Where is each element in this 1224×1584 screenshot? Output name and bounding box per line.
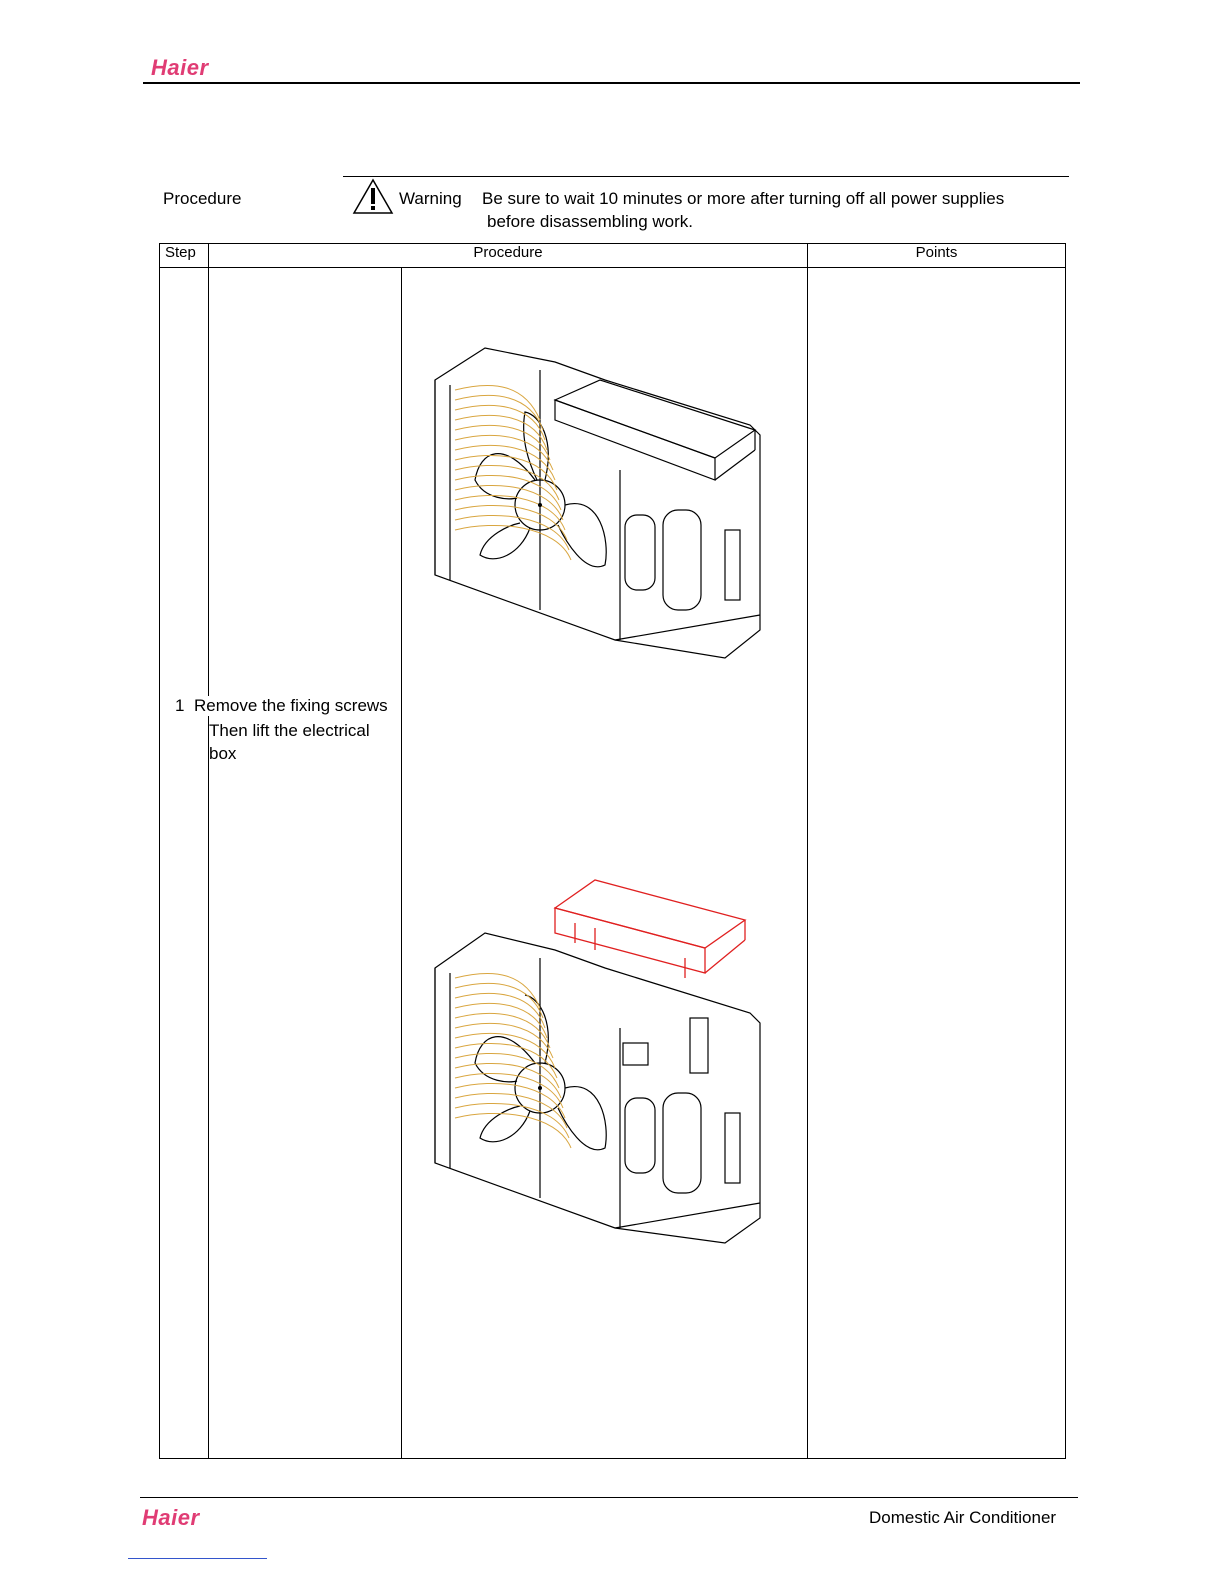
footer-link-underline [128, 1558, 267, 1559]
footer-rule [140, 1497, 1078, 1498]
points-cell [808, 268, 1066, 1459]
warning-rule [343, 176, 1069, 177]
procedure-text-cell [209, 268, 402, 1459]
warning-label: Warning [399, 189, 462, 209]
step-cell [160, 268, 209, 1459]
header-points: Points [808, 244, 1066, 268]
outdoor-unit-electrical-box-lifted-figure [425, 878, 785, 1248]
outdoor-unit-assembled-figure [425, 340, 785, 660]
header-procedure: Procedure [209, 244, 808, 268]
procedure-line1: Remove the fixing screws [194, 696, 388, 716]
step-number: 1 [175, 696, 184, 716]
procedure-label: Procedure [163, 189, 241, 209]
warning-text-line1: Be sure to wait 10 minutes or more after… [482, 189, 1004, 209]
warning-text-line2: before disassembling work. [487, 212, 693, 232]
header-rule [143, 82, 1080, 84]
procedure-line2: Then lift the electrical [209, 721, 370, 741]
header-step: Step [160, 244, 209, 268]
header-logo: Haier [151, 55, 209, 81]
procedure-line3: box [209, 744, 236, 764]
footer-title: Domestic Air Conditioner [869, 1508, 1056, 1528]
warning-icon [352, 178, 394, 215]
footer-logo: Haier [142, 1505, 200, 1531]
